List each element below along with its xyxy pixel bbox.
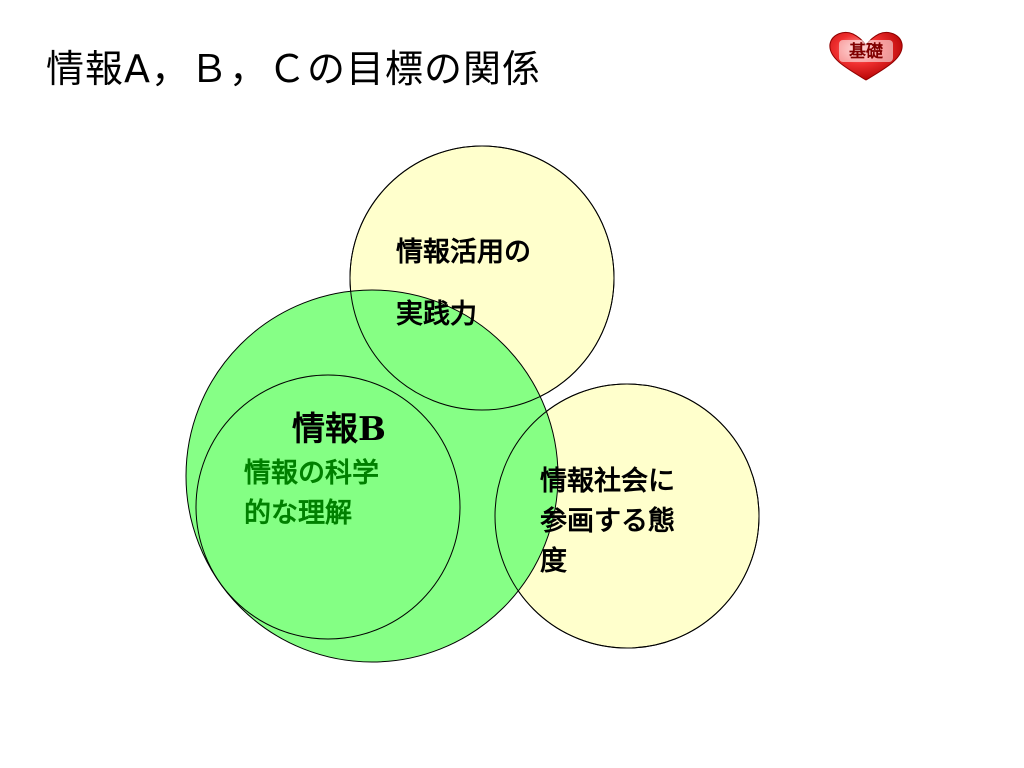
attitude-line-2: 参画する態 <box>540 506 675 537</box>
heart-icon: 基礎 <box>829 31 903 81</box>
practice-label: 情報活用の 実践力 <box>396 222 531 346</box>
info-b-circle <box>185 289 559 663</box>
attitude-line-1: 情報社会に <box>540 466 675 497</box>
science-label: 情報の科学 的な理解 <box>244 454 379 534</box>
practice-line-1: 情報活用の <box>396 237 531 268</box>
science-circle <box>195 374 461 640</box>
practice-circle-outline <box>349 145 615 411</box>
heart-badge: 基礎 <box>826 30 906 82</box>
practice-line-2: 実践力 <box>396 299 477 330</box>
badge-label: 基礎 <box>848 41 884 62</box>
science-line-1: 情報の科学 <box>244 458 379 489</box>
attitude-line-3: 度 <box>540 546 567 577</box>
page-title: 情報A，Ｂ，Ｃの目標の関係 <box>46 47 541 91</box>
attitude-label: 情報社会に 参画する態 度 <box>540 462 675 582</box>
science-line-2: 的な理解 <box>244 498 352 529</box>
info-b-label: 情報B <box>292 409 386 448</box>
attitude-circle-outline <box>494 383 760 649</box>
